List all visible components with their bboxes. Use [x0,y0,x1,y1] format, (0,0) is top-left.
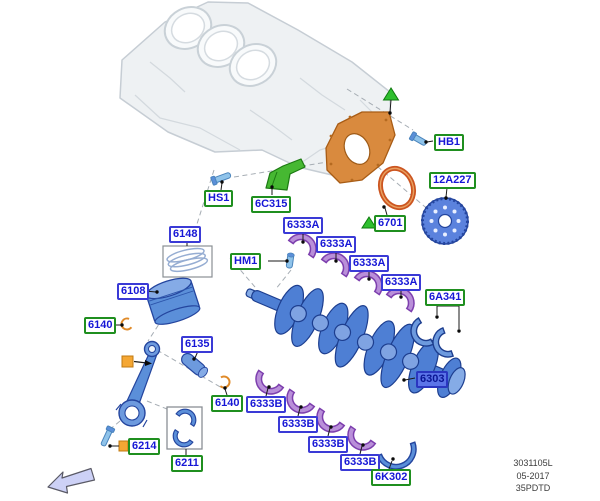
rod-bearings-art[interactable] [166,404,203,452]
part-label-6135[interactable]: 6135 [181,336,214,353]
connecting-rod-art[interactable] [115,340,161,428]
leader-lines [110,140,460,470]
part-label-6a341[interactable]: 6A341 [425,289,466,306]
crank-seal-art[interactable] [375,164,419,213]
part-label-6333b-3[interactable]: 6333B [308,436,349,453]
part-label-6c315[interactable]: 6C315 [251,196,292,213]
part-label-6333b-4[interactable]: 6333B [340,454,381,471]
part-label-6333a-2[interactable]: 6333A [316,236,357,253]
part-label-6701[interactable]: 6701 [374,215,407,232]
part-label-6108[interactable]: 6108 [117,283,150,300]
crankshaft-art[interactable] [233,260,476,414]
leader-dots [108,140,461,461]
part-label-6140-2[interactable]: 6140 [211,395,244,412]
part-label-hb1[interactable]: HB1 [434,134,465,151]
cylinder-bores [163,6,278,87]
diagram-reference-block: 3031105L 05-2017 35PDTD [498,457,568,495]
part-label-6333a-3[interactable]: 6333A [349,255,390,272]
part-label-hm1[interactable]: HM1 [230,253,262,270]
piston-pin-art[interactable] [179,351,209,379]
catalog-engine-code: 35PDTD [515,483,551,493]
piston-art[interactable] [144,274,202,328]
oil-jet-art[interactable] [265,158,306,191]
hs1-bolt-art[interactable] [210,171,232,186]
part-label-6333a-4[interactable]: 6333A [381,274,422,291]
direction-triangle-icon [361,216,377,229]
part-label-6333b-1[interactable]: 6333B [246,396,287,413]
trigger-wheel-art[interactable] [421,197,469,245]
part-label-6333a-1[interactable]: 6333A [283,217,324,234]
rod-bolt-art[interactable] [99,425,116,448]
nav-arrow-icon[interactable] [47,467,96,494]
snap-ring-lower-art[interactable] [216,374,231,389]
part-label-6214[interactable]: 6214 [128,438,161,455]
part-label-6333b-2[interactable]: 6333B [278,416,319,433]
part-label-6140-1[interactable]: 6140 [84,317,117,334]
snap-ring-upper-art[interactable] [119,316,134,331]
part-label-6k302[interactable]: 6K302 [371,469,412,486]
part-label-6303-selected[interactable]: 6303 [416,371,449,388]
catalog-date: 05-2017 [516,470,550,481]
rear-plate-art[interactable] [325,111,396,184]
part-label-12a227[interactable]: 12A227 [429,172,476,189]
piston-rings-art[interactable] [162,245,213,278]
note-marker-icon [121,355,152,368]
part-label-hs1[interactable]: HS1 [204,190,234,207]
part-label-6211[interactable]: 6211 [171,455,203,472]
note-marker-icon [118,440,129,452]
catalog-code: 3031105L [513,458,553,468]
hb1-bolt-art[interactable] [408,131,428,148]
direction-triangle-icon [382,87,400,115]
engine-block-art [119,1,392,176]
part-label-6148[interactable]: 6148 [169,226,202,243]
